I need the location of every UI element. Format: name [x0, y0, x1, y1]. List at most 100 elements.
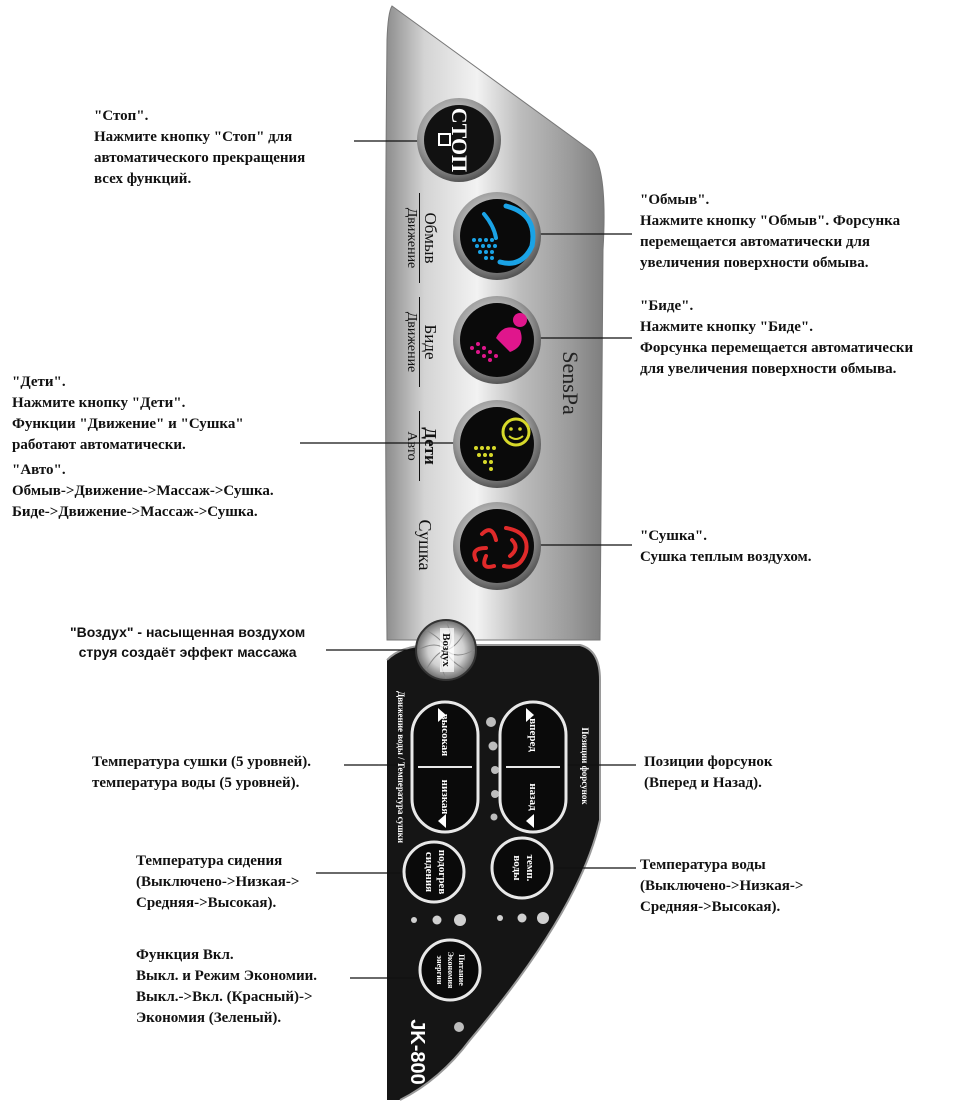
annotation-seat-temp: Температура сидения (Выключено->Низкая->…	[136, 851, 299, 914]
dry-side-label: Сушка	[414, 505, 436, 585]
seat-heat-label: подогрев сидения	[423, 849, 448, 895]
model-label: JK-800	[405, 1007, 429, 1097]
air-label: Воздух	[440, 633, 452, 667]
annotation-line: "Обмыв".	[640, 192, 710, 208]
annotation-wash: "Обмыв". Нажмите кнопку "Обмыв". Форсунк…	[640, 190, 900, 274]
seat-heat-button[interactable]: подогрев сидения	[420, 847, 448, 897]
wash-button[interactable]	[460, 199, 534, 273]
annotation-line: Нажмите кнопку "Стоп" для	[94, 129, 293, 145]
temp-caption: Движение воды / Температура сушки	[395, 691, 407, 843]
brand-logo: SensPa	[557, 338, 583, 428]
annotation-line: Средняя->Высокая).	[136, 895, 277, 911]
annotation-line: "Сушка".	[640, 528, 707, 544]
annotation-stop: "Стоп". Нажмите кнопку "Стоп" для автома…	[94, 106, 305, 190]
wash-side-label: Обмыв Движение	[400, 193, 440, 283]
water-temp-leds	[497, 912, 549, 924]
annotation-line: "Стоп".	[94, 108, 149, 124]
kids-label: Дети	[419, 411, 440, 481]
wash-sublabel: Движение	[404, 207, 419, 269]
annotation-line: Выкл.->Вкл. (Красный)->	[136, 989, 313, 1005]
annotation-line: для увеличения поверхности обмыва.	[640, 361, 897, 377]
annotation-nozzle-pos: Позиции форсунок (Вперед и Назад).	[644, 752, 772, 794]
annotation-line: (Вперед и Назад).	[644, 775, 762, 791]
annotation-line: Средняя->Высокая).	[640, 899, 781, 915]
annotation-line: всех функций.	[94, 171, 192, 187]
dry-label: Сушка	[415, 519, 435, 571]
annotation-line: Температура сидения	[136, 853, 283, 869]
annotation-power: Функция Вкл. Выкл. и Режим Экономии. Вык…	[136, 945, 317, 1029]
annotation-dry: "Сушка". Сушка теплым воздухом.	[640, 526, 812, 568]
annotation-line: работают автоматически.	[12, 437, 186, 453]
annotation-line: перемещается автоматически для	[640, 234, 871, 250]
model-text: JK-800	[406, 1019, 428, 1085]
wash-label: Обмыв	[419, 193, 440, 283]
annotation-line: Экономия (Зеленый).	[136, 1010, 282, 1026]
low-button[interactable]: низкая	[438, 767, 452, 827]
forward-label: вперед	[527, 718, 539, 752]
annotation-line: Форсунка перемещается автоматически	[640, 340, 914, 356]
bidet-spray-icon	[470, 313, 527, 362]
back-label: назад	[527, 783, 539, 811]
square-icon	[438, 133, 451, 146]
dryer-fan-icon	[472, 526, 529, 569]
water-temp-button[interactable]: темп. воды	[508, 843, 536, 893]
kids-button[interactable]	[460, 407, 534, 481]
annotation-air: "Воздух" - насыщенная воздухом струя соз…	[70, 622, 305, 662]
annotation-kids: "Дети". Нажмите кнопку "Дети". Функции "…	[12, 372, 244, 456]
dry-button[interactable]	[460, 509, 534, 583]
kids-side-label: Дети Авто	[400, 411, 440, 481]
stop-label: СТОП	[447, 107, 472, 173]
kids-face-icon	[474, 417, 531, 471]
annotation-line: "Воздух" - насыщенная воздухом	[70, 624, 306, 640]
stop-button[interactable]: СТОП	[445, 100, 473, 180]
annotation-temp-dry-water: Температура сушки (5 уровней). температу…	[92, 752, 311, 794]
bidet-sublabel: Движение	[404, 311, 419, 373]
annotation-line: Функция Вкл.	[136, 947, 234, 963]
bidet-side-label: Биде Движение	[400, 297, 440, 387]
low-label: низкая	[439, 779, 451, 815]
annotation-water-temp: Температура воды (Выключено->Низкая-> Ср…	[640, 855, 803, 918]
seat-heat-leds	[411, 914, 466, 926]
forward-button[interactable]: вперед	[526, 705, 540, 765]
power-led	[454, 1022, 464, 1032]
arrow-down-icon	[438, 814, 446, 828]
annotation-line: Обмыв->Движение->Массаж->Сушка.	[12, 483, 274, 499]
annotation-line: "Биде".	[640, 298, 694, 314]
bidet-button[interactable]	[460, 303, 534, 377]
annotation-line: Биде->Движение->Массаж->Сушка.	[12, 504, 258, 520]
wash-spray-icon	[472, 203, 536, 266]
annotation-line: "Дети".	[12, 374, 66, 390]
annotation-line: увеличения поверхности обмыва.	[640, 255, 869, 271]
water-temp-label: темп. воды	[511, 854, 536, 882]
arrow-up-icon	[438, 708, 446, 722]
kids-sublabel: Авто	[404, 431, 419, 461]
air-button[interactable]: Воздух	[439, 624, 453, 676]
power-button[interactable]: Питание Экономия энергии	[433, 945, 467, 995]
annotation-line: автоматического прекращения	[94, 150, 306, 166]
arrow-down-icon	[526, 814, 534, 828]
annotation-line: струя создаёт эффект массажа	[78, 644, 297, 660]
arrow-up-icon	[526, 708, 534, 722]
high-button[interactable]: высокая	[438, 705, 452, 765]
bidet-label: Биде	[419, 297, 440, 387]
nozzle-caption: Позиции форсунок	[567, 721, 591, 811]
annotation-line: температура воды (5 уровней).	[92, 775, 300, 791]
power-label: Питание Экономия энергии	[435, 951, 466, 989]
annotation-line: "Авто".	[12, 462, 66, 478]
annotation-line: (Выключено->Низкая->	[136, 874, 300, 890]
annotation-line: (Выключено->Низкая->	[640, 878, 804, 894]
nozzle-caption-text: Позиции форсунок	[580, 727, 590, 805]
back-button[interactable]: назад	[526, 767, 540, 827]
annotation-line: Сушка теплым воздухом.	[640, 549, 812, 565]
level-leds	[486, 717, 499, 821]
annotation-line: Позиции форсунок	[644, 754, 773, 770]
annotation-line: Выкл. и Режим Экономии.	[136, 968, 318, 984]
high-label: высокая	[439, 713, 451, 757]
annotation-line: Нажмите кнопку "Дети".	[12, 395, 186, 411]
annotation-bidet: "Биде". Нажмите кнопку "Биде". Форсунка …	[640, 296, 913, 380]
annotation-line: Нажмите кнопку "Обмыв". Форсунка	[640, 213, 901, 229]
annotation-line: Температура сушки (5 уровней).	[92, 754, 311, 770]
annotation-line: Функции "Движение" и "Сушка"	[12, 416, 244, 432]
